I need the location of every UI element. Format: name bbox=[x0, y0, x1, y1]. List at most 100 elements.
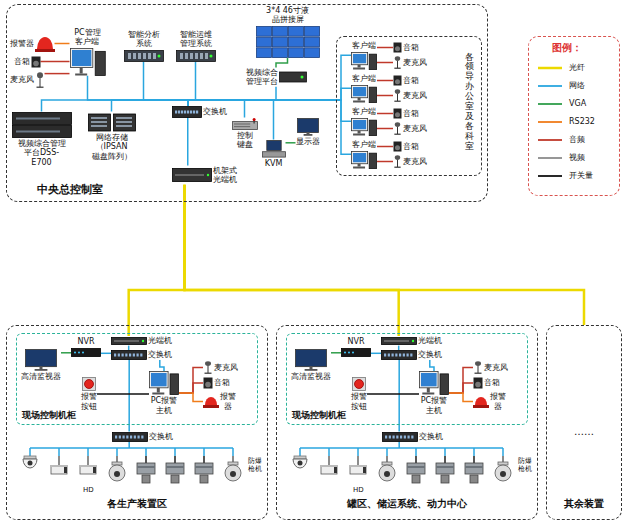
nvr-led bbox=[78, 351, 80, 353]
connector-line bbox=[55, 43, 70, 45]
rack-body bbox=[112, 337, 147, 344]
pc-monitor bbox=[352, 151, 368, 163]
speed-dome bbox=[495, 465, 511, 481]
switch-port bbox=[133, 354, 135, 357]
pc-stand bbox=[358, 64, 361, 67]
device-icon bbox=[172, 168, 212, 182]
camera-wire bbox=[128, 442, 130, 449]
switch-port bbox=[118, 354, 120, 357]
mic-base bbox=[36, 86, 43, 87]
device-node: 网络存储（IPSAN 磁盘阵列） bbox=[88, 112, 136, 162]
camera-bracket bbox=[441, 475, 449, 483]
nas-bay bbox=[116, 117, 132, 119]
mic-base bbox=[205, 373, 212, 374]
legend-row: VGA bbox=[537, 99, 586, 109]
pc-stand bbox=[427, 388, 430, 393]
camera-bracket bbox=[200, 475, 208, 483]
pc-tower bbox=[369, 153, 376, 168]
camera-wire bbox=[502, 448, 504, 456]
device-icon bbox=[352, 377, 366, 391]
server-bay bbox=[128, 53, 131, 59]
camera-bracket bbox=[412, 475, 420, 483]
speaker-box bbox=[31, 56, 40, 67]
connector-line bbox=[377, 80, 393, 82]
device-label: 麦克风 bbox=[403, 124, 427, 134]
device-icon bbox=[149, 371, 179, 395]
device-label: 音箱 bbox=[403, 109, 419, 119]
server-bay bbox=[148, 53, 151, 59]
device-node: 3*4 46寸液 晶拼接屏 bbox=[256, 6, 320, 58]
wall-screen bbox=[256, 26, 271, 36]
pc-base bbox=[353, 67, 365, 69]
camera-wire bbox=[299, 448, 301, 456]
legend-label: 开关量 bbox=[569, 171, 593, 181]
camera-mount bbox=[87, 456, 89, 466]
connector-line bbox=[276, 58, 288, 68]
device-label: 麦克风 bbox=[214, 363, 238, 373]
device-label: 音箱 bbox=[214, 378, 230, 388]
wall-screen bbox=[256, 37, 271, 47]
switch-port bbox=[400, 435, 402, 438]
device-icon bbox=[382, 432, 418, 442]
device-icon bbox=[262, 140, 286, 158]
region-label: 各领导办公室及各科室 bbox=[465, 53, 474, 152]
speaker-cone bbox=[395, 145, 400, 150]
nvr-body bbox=[72, 348, 101, 356]
camera-lens bbox=[64, 467, 67, 473]
connector-line bbox=[377, 62, 393, 64]
device-icon bbox=[393, 155, 402, 168]
switch-port bbox=[137, 354, 139, 357]
mic-stand bbox=[208, 366, 209, 373]
device-label: 报警 按钮 bbox=[81, 392, 97, 411]
pc-tower bbox=[369, 87, 376, 102]
device-icon bbox=[393, 108, 402, 119]
camera-wire bbox=[58, 448, 60, 456]
switch-port bbox=[129, 354, 131, 357]
device-node: PC报警 主机 bbox=[419, 371, 449, 415]
camera-arm bbox=[382, 462, 392, 465]
pc-base bbox=[353, 133, 365, 135]
camera-wire bbox=[415, 448, 417, 456]
nvr-led bbox=[348, 351, 350, 353]
pc-base bbox=[152, 393, 164, 395]
speaker-cone bbox=[475, 382, 481, 388]
alarm-dome bbox=[205, 397, 217, 405]
device-node: 麦克风 bbox=[473, 361, 508, 374]
connector-line bbox=[45, 73, 70, 75]
connector-line bbox=[331, 352, 341, 354]
switch-port bbox=[115, 435, 117, 438]
device-label: 高清监视器 bbox=[291, 372, 331, 382]
device-icon bbox=[232, 118, 258, 130]
server-led bbox=[209, 54, 212, 57]
camera-arm bbox=[112, 462, 122, 465]
camera-bracket bbox=[171, 475, 179, 483]
connector-line bbox=[449, 393, 473, 402]
camera-lens bbox=[334, 467, 337, 473]
legend-label: VGA bbox=[569, 99, 586, 109]
rack-strip bbox=[114, 340, 139, 341]
legend-row: 视频 bbox=[537, 153, 585, 163]
device-node: 客户端 bbox=[351, 74, 377, 103]
legend-title: 图例： bbox=[552, 42, 582, 54]
switch-port bbox=[190, 110, 192, 113]
region-label: 各生产装置区 bbox=[7, 498, 267, 510]
device-icon bbox=[473, 377, 483, 389]
camera-label: HD bbox=[83, 486, 94, 494]
pc-stand bbox=[358, 97, 361, 100]
device-icon bbox=[351, 85, 377, 103]
device-icon bbox=[35, 36, 55, 52]
nas-bay bbox=[91, 117, 107, 119]
pc-tower bbox=[95, 51, 105, 75]
device-label: 视频综合管理 平台DSS-E700 bbox=[18, 139, 66, 168]
device-node: 音箱 bbox=[393, 141, 419, 152]
device-node: 麦克风 bbox=[10, 72, 45, 88]
speaker-cone bbox=[205, 382, 211, 388]
device-label: 报警器 bbox=[10, 39, 34, 49]
switch-port bbox=[133, 435, 135, 438]
monitor-stand bbox=[40, 366, 43, 369]
device-icon bbox=[111, 350, 147, 360]
switch-port bbox=[137, 435, 139, 438]
